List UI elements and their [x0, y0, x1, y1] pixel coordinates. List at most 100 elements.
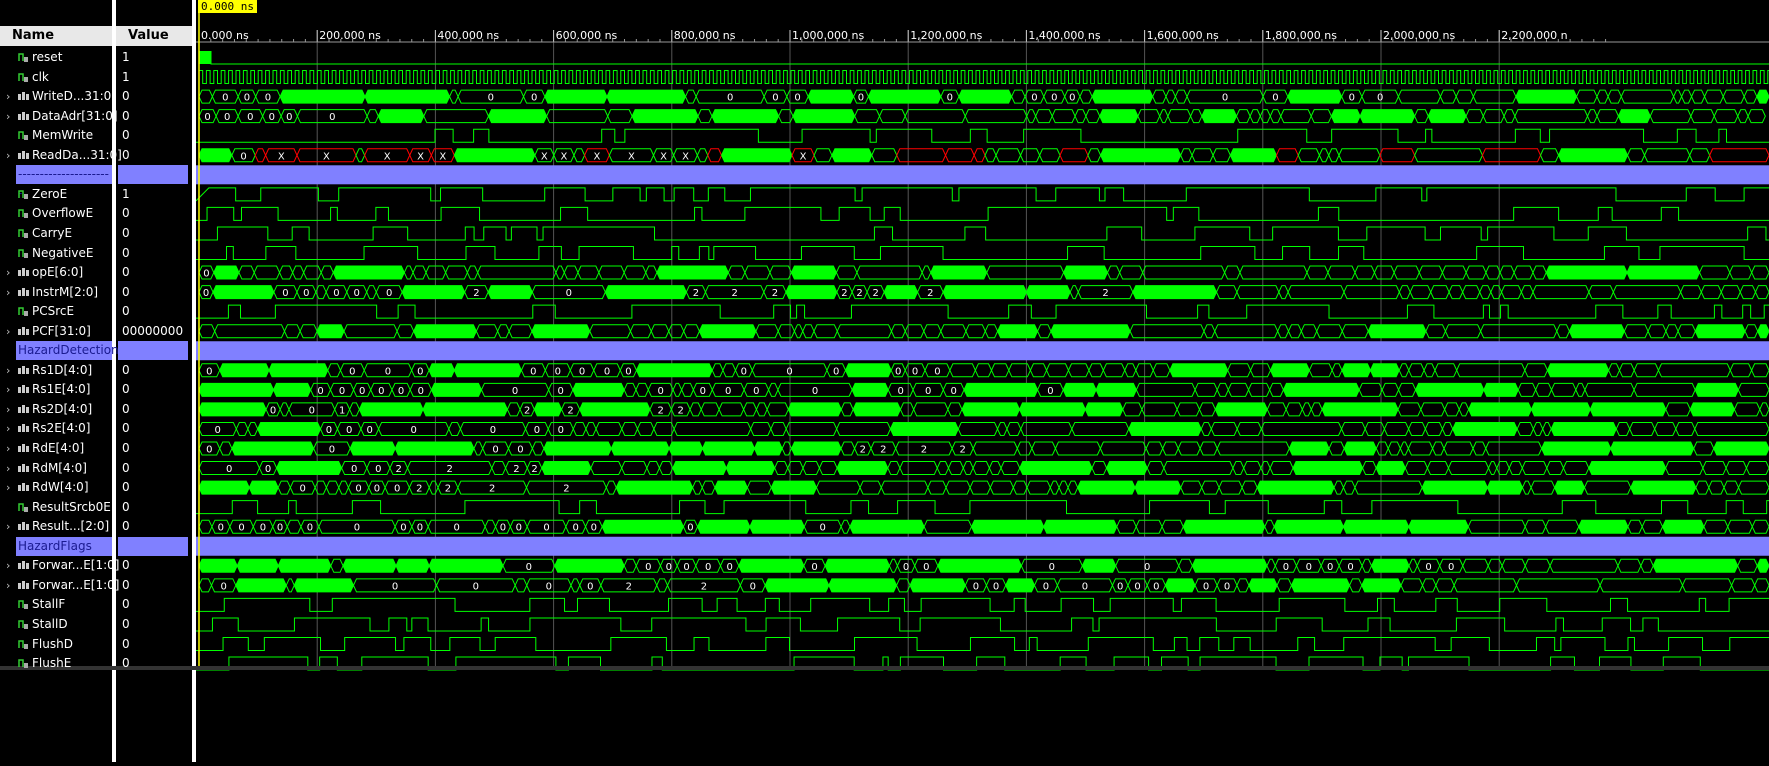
bus-segment: [964, 109, 1028, 124]
expand-arrow-icon[interactable]: ›: [6, 363, 11, 377]
ruler-tick-label: 400.000 ns: [437, 29, 499, 42]
bus-segment: [899, 461, 938, 476]
signal-row[interactable]: FlushD: [0, 635, 112, 654]
bus-segment: [198, 382, 275, 397]
signal-row[interactable]: ›ReadDa...31:0]: [0, 146, 122, 165]
expand-arrow-icon[interactable]: ›: [6, 442, 11, 455]
bus-segment: [997, 324, 1039, 339]
signal-row[interactable]: ›opE[6:0]: [0, 263, 112, 282]
horizontal-scrollbar[interactable]: [0, 666, 1769, 670]
bus-value-label: 0: [903, 562, 909, 573]
bus-segment: [1300, 324, 1318, 339]
bus-segment: [213, 265, 240, 280]
bus-value-label: 0: [950, 386, 956, 397]
bus-segment: [770, 480, 818, 495]
signal-value: 0: [122, 460, 130, 475]
bus-value-label: X: [800, 151, 807, 162]
bus-segment: [668, 441, 704, 456]
signal-row[interactable]: ›Rs1E[4:0]: [0, 380, 112, 399]
expand-arrow-icon[interactable]: ›: [6, 109, 11, 123]
bus-value-label: 0: [591, 523, 597, 534]
signal-name: reset: [32, 50, 63, 64]
value-column-header[interactable]: Value: [116, 26, 192, 46]
bus-segment: [1287, 324, 1302, 339]
bus-segment: [962, 461, 974, 476]
signal-row[interactable]: ›DataAdr[31:0]: [0, 107, 118, 126]
bus-value-label: 0: [858, 93, 864, 104]
expand-arrow-icon[interactable]: ›: [6, 148, 11, 162]
divider-row[interactable]: ----------------------: [16, 165, 112, 200]
signal-row[interactable]: StallD: [0, 615, 112, 634]
bus-segment: [1415, 382, 1485, 397]
divider-row[interactable]: HazardDetection: [16, 341, 119, 361]
expand-arrow-icon[interactable]: ›: [6, 422, 11, 436]
bus-segment: [1568, 324, 1625, 339]
bus-segment: [818, 461, 838, 476]
signal-value: 0: [122, 362, 130, 377]
divider-row[interactable]: HazardFlags: [16, 536, 112, 556]
signal-row[interactable]: ›Forwar...E[1:0]: [0, 556, 119, 575]
signal-row[interactable]: MemWrite: [0, 126, 112, 145]
signal-row[interactable]: ›RdW[4:0]: [0, 478, 112, 497]
signal-row[interactable]: FlushE: [0, 654, 112, 673]
signal-row[interactable]: ›Result...[2:0]: [0, 517, 112, 536]
signal-row[interactable]: ›RdE[4:0]: [0, 439, 112, 458]
expand-arrow-icon[interactable]: ›: [6, 383, 11, 397]
expand-arrow-icon[interactable]: ›: [6, 578, 11, 592]
expand-arrow-icon[interactable]: ›: [6, 266, 11, 280]
signal-row[interactable]: ResultSrcb0E: [0, 498, 112, 517]
name-column-header[interactable]: Name: [0, 26, 112, 46]
bus-segment: [909, 578, 966, 593]
bus-segment: [1747, 109, 1766, 124]
signal-row[interactable]: StallF: [0, 595, 112, 614]
bus-segment: [330, 558, 344, 573]
signal-row[interactable]: reset: [0, 48, 112, 67]
signal-value: 0: [122, 89, 130, 104]
signal-row[interactable]: CarryE: [0, 224, 112, 243]
bus-segment: [1550, 382, 1577, 397]
signal-row[interactable]: ›InstrM[2:0]: [0, 283, 112, 302]
signal-row[interactable]: ZeroE: [0, 185, 112, 204]
expand-arrow-icon[interactable]: ›: [6, 90, 11, 104]
expand-arrow-icon[interactable]: ›: [6, 402, 11, 416]
bus-segment: [303, 265, 322, 280]
bus-segment: [787, 402, 842, 417]
signal-row[interactable]: OverflowE: [0, 204, 112, 223]
signal-row[interactable]: ›WriteD...31:0]: [0, 87, 116, 106]
bus-segment: [720, 148, 793, 163]
signal-row[interactable]: ›Rs2E[4:0]: [0, 419, 112, 438]
expand-arrow-icon[interactable]: ›: [6, 285, 11, 299]
expand-arrow-icon[interactable]: ›: [6, 324, 11, 338]
signal-row[interactable]: ›RdM[4:0]: [0, 459, 112, 478]
bus-segment: [1214, 324, 1279, 339]
bus-segment: [1338, 148, 1381, 163]
signal-row[interactable]: ›Forwar...E[1:0]: [0, 576, 119, 595]
bus-segment: [1620, 89, 1675, 104]
bus-segment: [1472, 89, 1517, 104]
signal-row[interactable]: NegativeE: [0, 244, 112, 263]
bus-segment: [1414, 109, 1429, 124]
signal-row[interactable]: clk: [0, 68, 112, 87]
expand-arrow-icon[interactable]: ›: [6, 461, 11, 475]
values-wave-splitter[interactable]: [192, 0, 196, 762]
signal-row[interactable]: ›Rs2D[4:0]: [0, 400, 112, 419]
expand-arrow-icon[interactable]: ›: [6, 559, 11, 573]
bus-segment: [1122, 402, 1143, 417]
bus-segment: [1354, 480, 1423, 495]
signal-row[interactable]: ›Rs1D[4:0]: [0, 361, 112, 380]
bus-value-label: 0: [354, 288, 360, 299]
bus-value-label: 0: [1043, 581, 1049, 592]
bus-segment: [766, 402, 789, 417]
bus-segment: [1174, 89, 1188, 104]
expand-arrow-icon[interactable]: ›: [6, 520, 11, 534]
expand-arrow-icon[interactable]: ›: [6, 481, 11, 495]
bus-segment: [1408, 558, 1418, 573]
signal-row[interactable]: PCSrcE: [0, 302, 112, 321]
bus-segment: [1260, 421, 1343, 436]
bus-signal-icon: [18, 404, 29, 413]
signal-row[interactable]: ›PCF[31:0]: [0, 322, 112, 341]
bit-wave: [195, 187, 1769, 202]
names-values-splitter[interactable]: [112, 0, 116, 762]
